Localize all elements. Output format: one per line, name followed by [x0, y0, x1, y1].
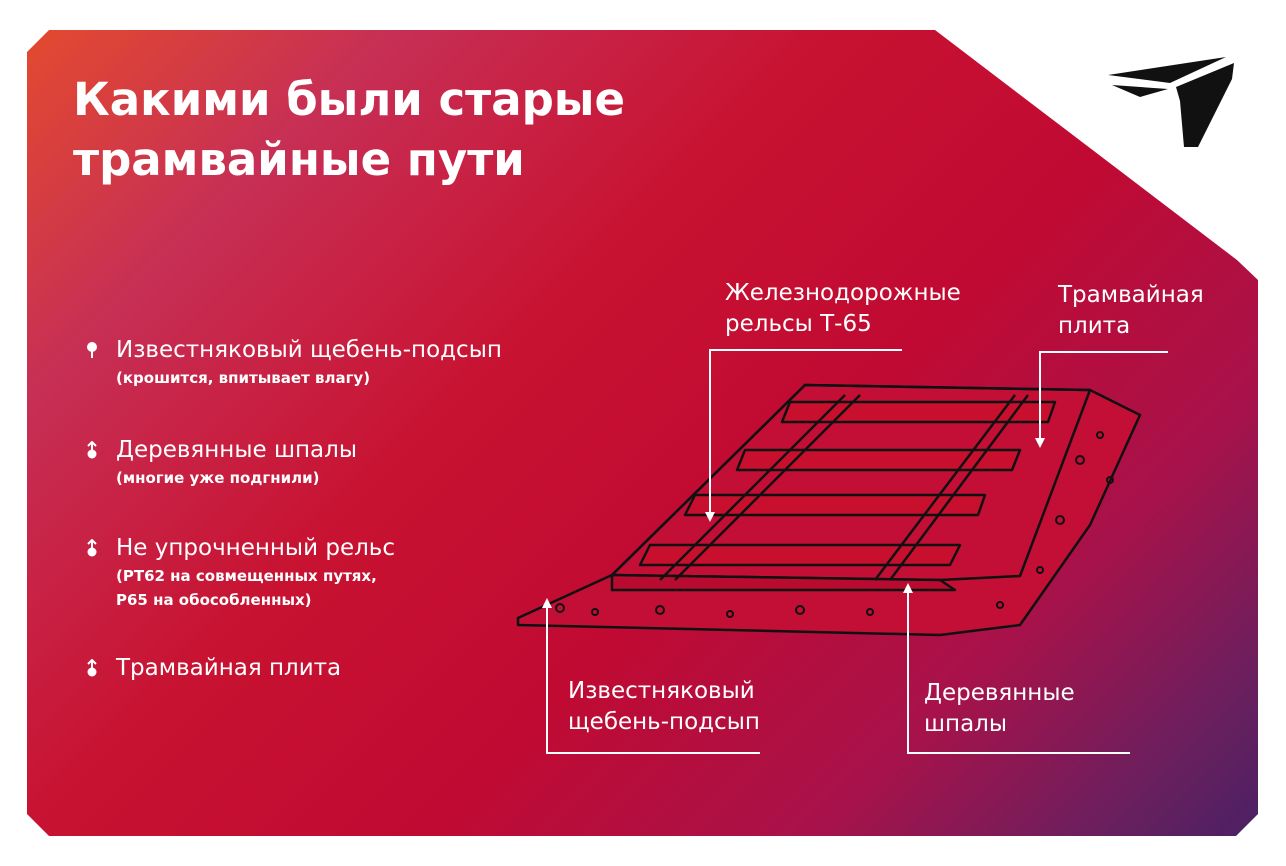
legend-label: Деревянные шпалы: [116, 437, 357, 463]
tram-slab: [610, 573, 957, 592]
callout-plate: [1039, 351, 1168, 445]
arrow-up-circle-icon: [87, 659, 97, 677]
legend-note: (многие уже подгнили): [116, 469, 320, 487]
sleeper: [683, 493, 987, 517]
callout-sleepers: [907, 585, 1130, 754]
sleeper: [735, 448, 1022, 472]
pin-icon: [87, 342, 97, 358]
rail-right: [888, 394, 1030, 581]
legend-note: (крошится, впитывает влагу): [116, 369, 371, 387]
arrow-up-circle-icon: [87, 539, 97, 557]
rail-left: [674, 394, 861, 581]
sleeper: [638, 543, 962, 567]
sleeper: [780, 400, 1057, 424]
arrow-up-circle-icon: [87, 441, 97, 459]
label-sleepers: Деревянные шпалы: [924, 680, 1075, 737]
label-rails: Железнодорожные рельсы Т-65: [725, 280, 961, 337]
rail-right: [874, 394, 1016, 581]
rail-left: [659, 394, 846, 581]
label-plate: Трамвайная плита: [1058, 282, 1204, 339]
legend-label: Не упрочненный рельс: [116, 535, 395, 561]
track-cross-section-diagram: [516, 349, 1168, 754]
label-ballast: Известняковый щебень-подсып: [568, 678, 760, 735]
legend-label: Известняковый щебень-подсып: [116, 337, 502, 363]
page-title: Какими были старые трамвайные пути: [73, 73, 626, 186]
callout-rails: [709, 349, 902, 520]
legend-label: Трамвайная плита: [116, 655, 342, 681]
legend-note: (РТ62 на совмещенных путях, Р65 на обосо…: [116, 567, 377, 609]
brand-logo-icon: [1108, 57, 1234, 147]
callout-ballast: [546, 600, 760, 754]
